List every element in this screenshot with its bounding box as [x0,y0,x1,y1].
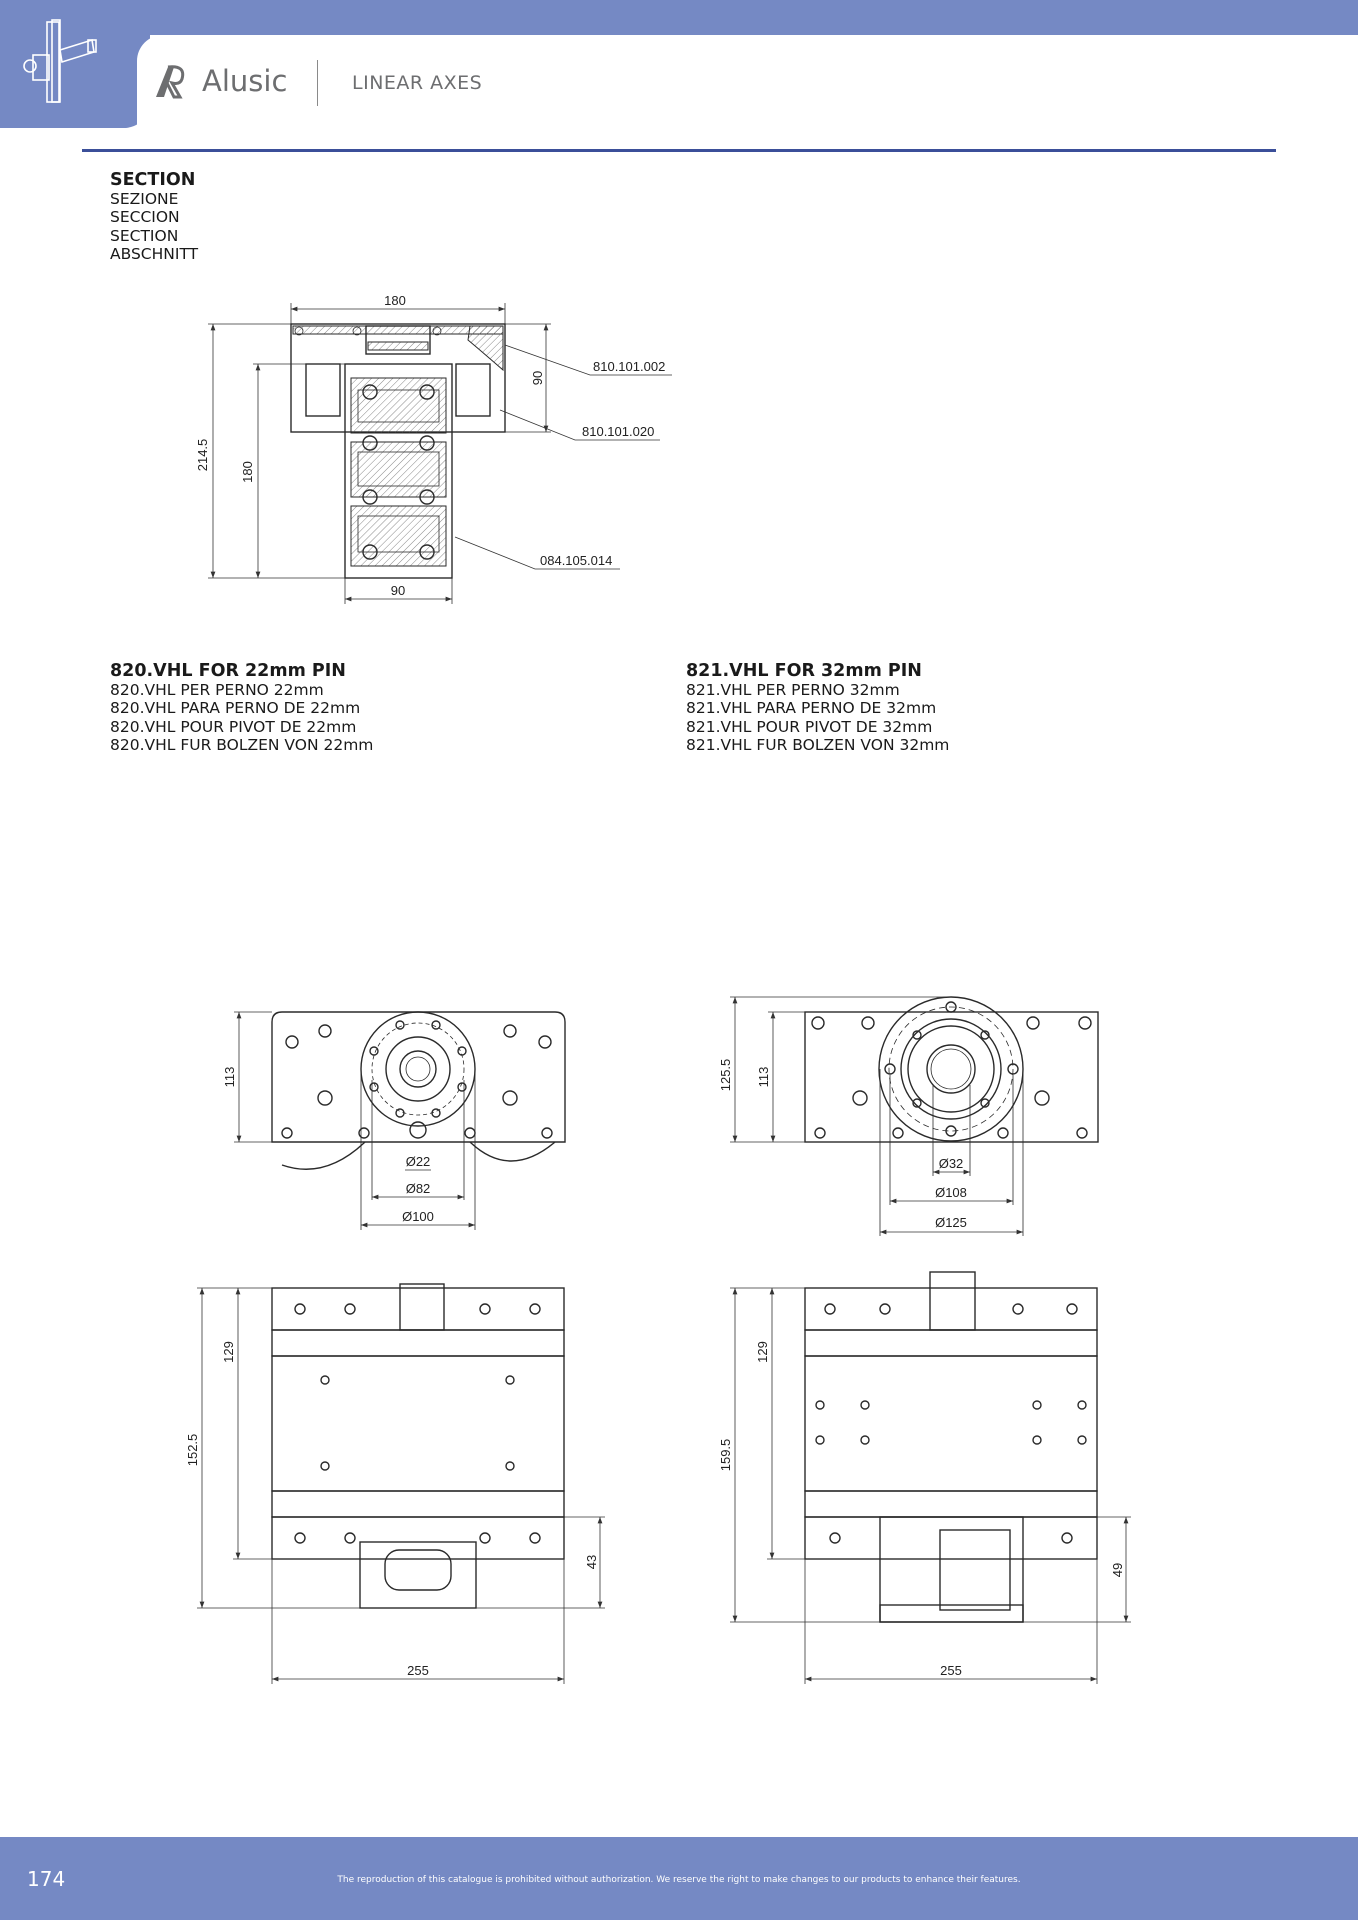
dim-821-length: 255 [940,1663,962,1678]
section-translation: ABSCHNITT [110,245,199,263]
dim-821-outer: Ø125 [935,1215,967,1230]
model-821-title: 821.VHL FOR 32mm PIN [686,661,922,681]
header-rule [82,149,1276,152]
part-label: 810.101.020 [582,424,654,439]
model-821-translation: 821.VHL PER PERNO 32mm [686,680,900,699]
dim-821-height-total: 125.5 [718,1059,733,1092]
section-translation: SEZIONE [110,189,179,208]
dim-height-total: 214.5 [195,439,210,472]
profile-90x180 [344,363,453,579]
model-820-front-view: 113 Ø22 Ø82 Ø100 [222,1011,566,1230]
dim-821-height: 113 [756,1067,771,1088]
model-820-translation: 820.VHL FUR BOLZEN VON 22mm [110,736,374,754]
model-820-heading: 820.VHL FOR 22mm PIN 820.VHL PER PERNO 2… [110,662,373,755]
model-821-front-view: 125.5 113 Ø32 Ø108 Ø125 [718,996,1099,1236]
model-820-translation: 820.VHL POUR PIVOT DE 22mm [110,717,357,736]
dim-821-pin-block: 49 [1110,1563,1125,1577]
dim-821-side-total: 159.5 [718,1439,733,1472]
dim-height-carriage: 90 [530,371,545,385]
model-820-translation: 820.VHL PER PERNO 22mm [110,680,324,699]
section-translation: SECCION [110,208,180,226]
model-820-side-view: 152.5 129 43 255 [185,1283,605,1684]
section-title: SECTION [110,170,196,190]
dim-820-length: 255 [407,1663,429,1678]
dim-width-top: 180 [384,293,406,308]
footer: 174 The reproduction of this catalogue i… [0,1837,1358,1920]
dim-height-profile: 180 [240,461,255,483]
part-label: 084.105.014 [540,553,612,568]
alusic-logo-icon [156,65,185,99]
model-820-translation: 820.VHL PARA PERNO DE 22mm [110,699,361,717]
page-number: 174 [27,1867,66,1891]
part-label: 810.101.002 [593,359,665,374]
header-separator [317,60,318,106]
model-821-translation: 821.VHL PARA PERNO DE 32mm [686,699,937,717]
footer-disclaimer: The reproduction of this catalogue is pr… [337,1875,1021,1885]
dim-820-side-body: 129 [221,1341,236,1363]
dim-821-inner: Ø108 [935,1185,967,1200]
header-panel [137,35,1358,145]
category-title: LINEAR AXES [352,72,483,94]
section-translation: SECTION [110,226,179,245]
brand-name: Alusic [202,64,288,98]
model-821-side-view: 159.5 129 49 255 [718,1271,1131,1684]
dim-820-pin: Ø22 [406,1154,431,1169]
model-821-heading: 821.VHL FOR 32mm PIN 821.VHL PER PERNO 3… [686,662,949,755]
linear-axis-icon [23,19,97,103]
section-heading: SECTION SEZIONE SECCION SECTION ABSCHNIT… [110,171,198,264]
header-band [0,0,1358,35]
dim-821-side-body: 129 [755,1341,770,1363]
category-icon-block [0,0,150,128]
model-821-translation: 821.VHL FUR BOLZEN VON 32mm [686,736,950,754]
dim-820-height: 113 [222,1067,237,1088]
dim-width-profile: 90 [391,583,405,598]
dim-820-inner: Ø82 [406,1181,431,1196]
model-820-title: 820.VHL FOR 22mm PIN [110,661,346,681]
dim-820-pin-block: 43 [584,1555,599,1569]
dim-820-side-total: 152.5 [185,1434,200,1467]
section-drawing: 180 214.5 180 90 90 810.101.002 810.101.… [195,293,672,604]
dim-821-pin: Ø32 [939,1156,964,1171]
model-821-translation: 821.VHL POUR PIVOT DE 32mm [686,717,933,736]
dim-820-outer: Ø100 [402,1209,434,1224]
